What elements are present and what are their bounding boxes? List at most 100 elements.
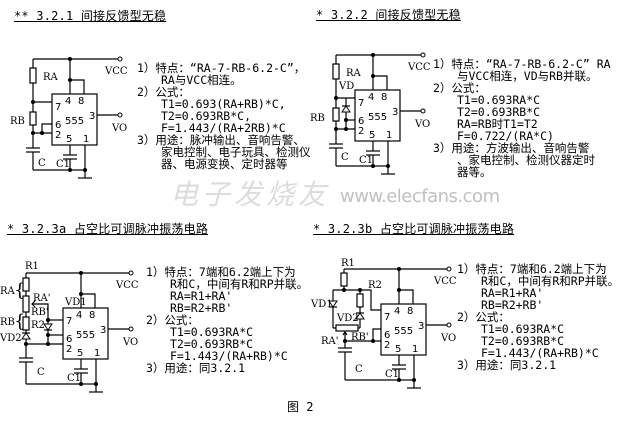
label-pin-p2: 2 (358, 126, 364, 137)
label-c: C (355, 364, 363, 375)
label-vcc: VCC (115, 280, 139, 291)
note-line: RA=R1+RA' (481, 286, 544, 300)
note-line: 、家电控制、检测仪器定时 (457, 153, 595, 167)
note-line: RB=R2+RB' (170, 301, 233, 315)
label-vo: VO (440, 333, 456, 344)
label-ra: RA (346, 68, 362, 79)
vo-terminal (128, 326, 134, 332)
note-line: F=1.443/(RA+RB)*C (481, 346, 599, 360)
figure-label: 图 2 (287, 400, 314, 414)
label-rb-prime: RB' (351, 332, 369, 343)
label-pin-p5: 5 (66, 134, 72, 145)
label-pin-p3: 3 (418, 321, 424, 332)
label-pin-p7: 7 (384, 312, 390, 323)
vcc-terminal (420, 52, 426, 58)
note-line: 3）用途：脉冲输出、音响告警、 (137, 133, 305, 147)
label-chip: 555 (368, 112, 387, 123)
note-line: T2=0.693RB*C (170, 337, 254, 351)
note-line: F=1.443/(RA+RB)*C (170, 349, 288, 363)
label-vd2: VD2 (336, 313, 359, 324)
potentiometer-rp (335, 324, 359, 332)
label-pin-p4: 4 (394, 306, 400, 317)
note-line: RA与VCC相连。 (161, 73, 242, 87)
note-line: 1）特点：7端和6.2端上下为 (146, 265, 296, 279)
resistor-rb (332, 107, 340, 122)
note-line: 2）公式： (146, 313, 199, 327)
label-pin-p8: 8 (89, 310, 95, 321)
label-c1: C1 (385, 369, 399, 380)
note-line: 器等。 (457, 165, 492, 179)
label-c: C (341, 152, 349, 163)
diode-vd1 (328, 300, 338, 308)
label-pin-p2: 2 (66, 344, 72, 355)
label-pin-p6: 6 (55, 120, 61, 131)
label-ra: RA (0, 286, 16, 297)
resistor-ra (29, 67, 37, 84)
watermark-brand: 电子发烧友 (170, 178, 331, 211)
note-line: 2）公式： (457, 310, 510, 324)
section-title-323a: * 3.2.3a 占空比可调脉冲振荡电路 (7, 222, 209, 236)
label-pin-p2: 2 (384, 340, 390, 351)
brace-ra: { (14, 280, 25, 301)
label-pin-p1: 1 (386, 130, 392, 141)
label-c1: C1 (359, 155, 373, 166)
label-ra-prime: RA' (33, 293, 51, 304)
note-line: 1）特点：“RA-7-RB-6.2-C”， (137, 61, 306, 75)
label-r1: R1 (25, 261, 39, 272)
label-pin-p8: 8 (407, 306, 413, 317)
label-pin-p5: 5 (77, 348, 83, 359)
label-vcc: VCC (433, 276, 457, 287)
label-pin-p6: 6 (384, 330, 390, 341)
resistor-r1 (340, 272, 348, 287)
resistor-r2 (356, 293, 364, 308)
note-line: R和C，中间有R和RP并联。 (481, 274, 618, 288)
note-line: T1=0.693(RA+RB)*C, (161, 97, 286, 111)
ic-555 (51, 93, 98, 146)
label-pin-p8: 8 (381, 92, 387, 103)
label-pin-p4: 4 (368, 92, 374, 103)
note-line: RA=RB时T1=T2 (457, 117, 538, 131)
label-rb: RB (0, 317, 15, 328)
label-ra: RA (43, 72, 59, 83)
note-line: R和C，中间有R和RP并联。 (170, 277, 309, 291)
diode-vd1 (43, 323, 53, 331)
label-c1: C1 (67, 373, 81, 384)
label-r2: R2 (368, 280, 382, 291)
label-pin-p3: 3 (100, 325, 106, 336)
ic-555 (62, 307, 109, 360)
label-pin-p3: 3 (392, 107, 398, 118)
note-line: 1）特点：7端和6.2端上下为 (457, 262, 607, 276)
vo-terminal (420, 108, 426, 114)
label-pin-p1: 1 (412, 344, 418, 355)
label-chip: 555 (65, 116, 84, 127)
label-ra-prime: RA' (321, 336, 339, 347)
label-pin-p7: 7 (55, 102, 61, 113)
note-line: T2=0.693RB*C, (161, 109, 252, 123)
label-rb-prime: RB' (31, 307, 49, 318)
resistor-rb (29, 111, 37, 126)
note-line: 3）用途：同3.2.1 (146, 361, 246, 375)
label-pin-p3: 3 (89, 111, 95, 122)
label-pin-p6: 6 (358, 116, 364, 127)
label-c: C (37, 367, 45, 378)
note-line: RB=R2+RB' (481, 298, 544, 312)
diode-vd (341, 105, 351, 113)
label-pin-p1: 1 (83, 134, 89, 145)
label-r2: R2 (31, 320, 45, 331)
note-line: F=0.722/(RA*C) (457, 129, 554, 143)
notes-321: 1）特点：“RA-7-RB-6.2-C”，RA与VCC相连。2）公式：T1=0.… (137, 62, 311, 170)
note-line: T1=0.693RA*C (481, 322, 565, 336)
section-title-321: ** 3.2.1 间接反馈型无稳 (14, 9, 167, 23)
label-vd1: VD1 (310, 299, 333, 310)
label-r1: R1 (341, 258, 355, 269)
label-vo: VO (414, 119, 430, 130)
label-vo: VO (111, 123, 127, 134)
label-vcc: VCC (407, 62, 431, 73)
label-chip: 555 (76, 330, 95, 341)
